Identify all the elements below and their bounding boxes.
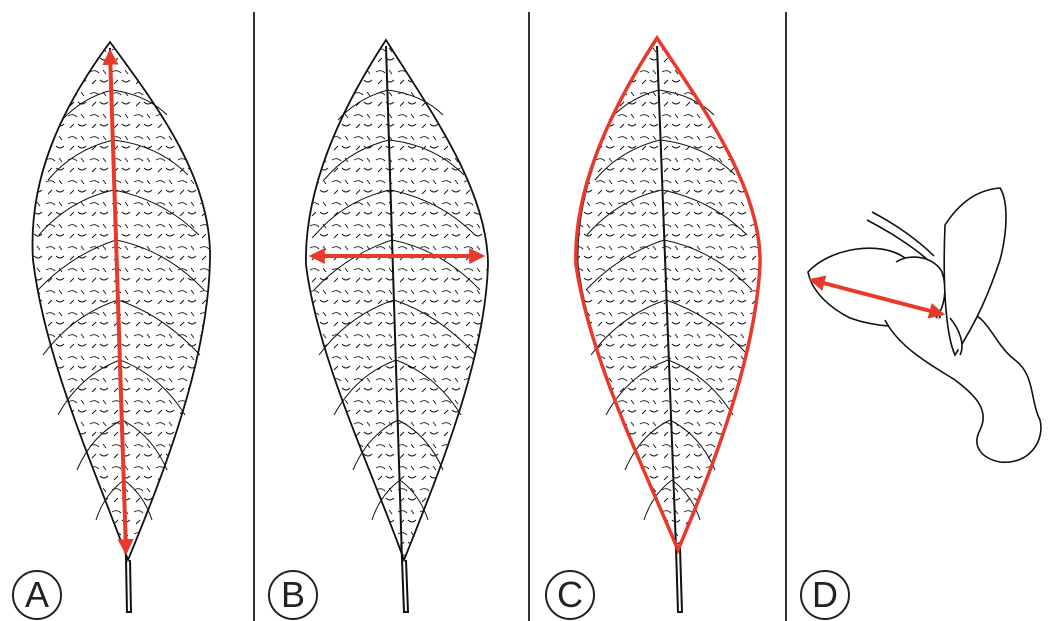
- panel-label-c: C: [545, 570, 595, 620]
- panel-label-a: A: [12, 570, 62, 620]
- panel-label-b: B: [268, 570, 318, 620]
- leaf-b: [306, 40, 488, 612]
- leaf-a: [32, 42, 210, 612]
- leaf-c: [576, 38, 760, 612]
- panel-label-d: D: [800, 570, 850, 620]
- flower-d: [808, 188, 1041, 462]
